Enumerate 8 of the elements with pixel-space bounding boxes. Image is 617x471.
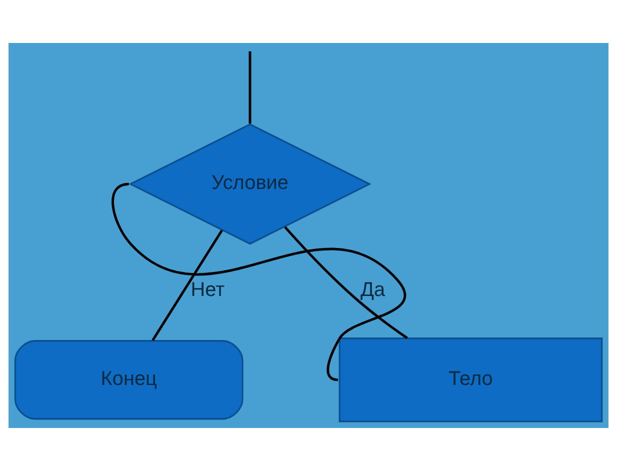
connector — [284, 226, 408, 340]
node-diamond: Условие — [128, 123, 372, 245]
node-box: Тело — [338, 338, 603, 422]
connector — [152, 230, 223, 341]
edge-label: Нет — [190, 279, 225, 302]
connector — [248, 51, 252, 124]
node-box: Конец — [14, 340, 244, 420]
edge-label: Да — [360, 279, 386, 302]
